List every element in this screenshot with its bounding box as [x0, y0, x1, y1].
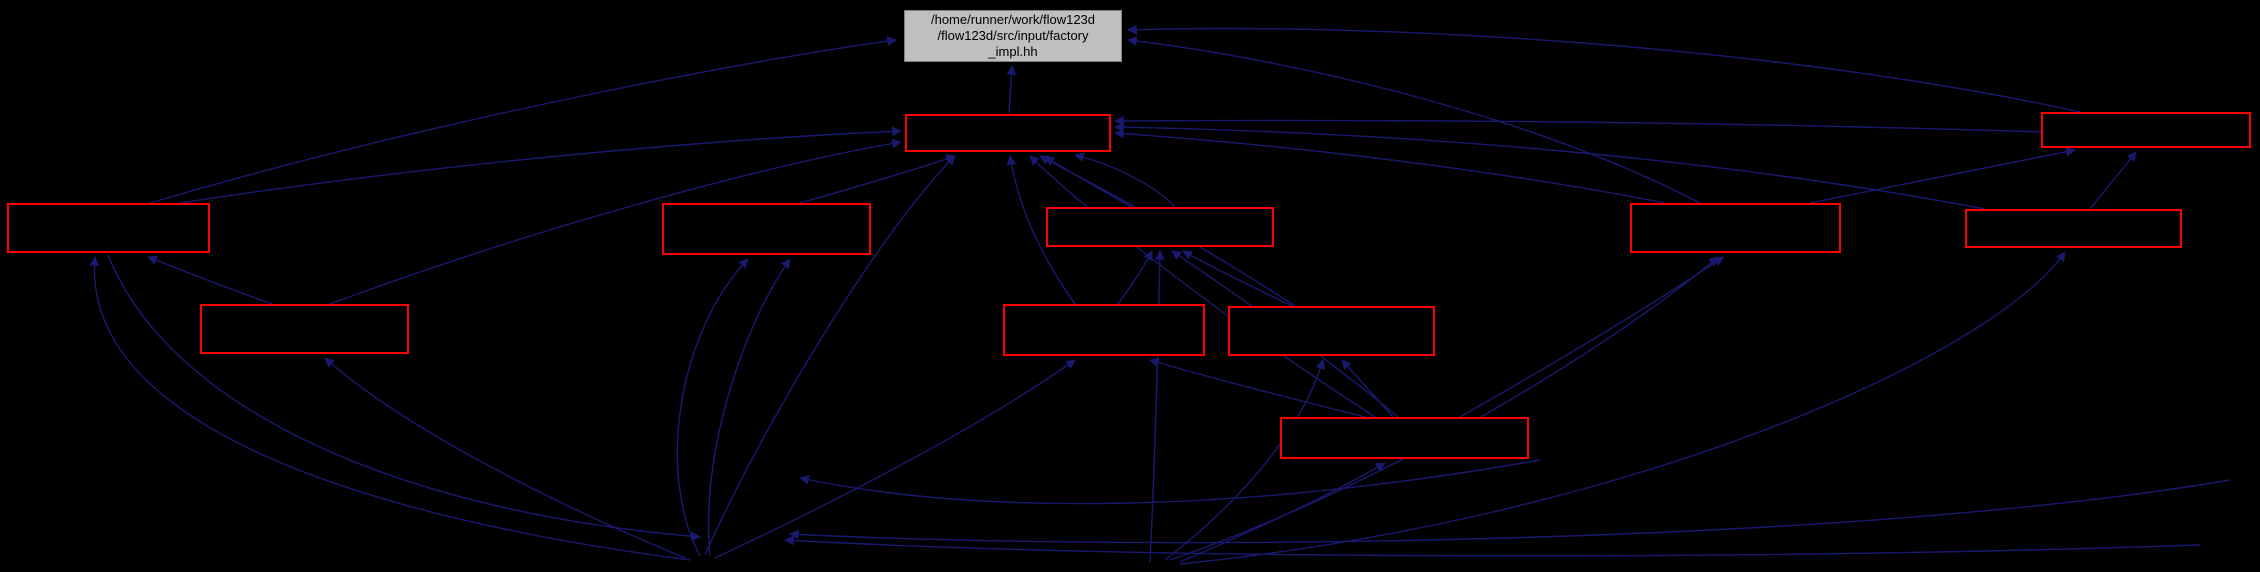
graph-edge-bottom-mid-to-right-mid	[1459, 256, 1724, 418]
graph-edges	[89, 24, 2231, 565]
graph-edge-right-mid-to-hub	[1114, 128, 1666, 204]
graph-edge-center-low-2-to-center	[1182, 250, 1293, 307]
graph-edge-right-mid-to-far-right-top	[1809, 146, 2076, 204]
graph-edge-far-left-to-hidden-bottom-1	[107, 254, 701, 542]
graph-edge-bottom-mid-to-center-low-2	[1341, 359, 1394, 418]
graph-node-center[interactable]	[1046, 207, 1274, 247]
graph-node-center-low-1[interactable]	[1003, 304, 1205, 356]
graph-edge-left-lower-to-far-left	[147, 255, 273, 305]
title-node-line: _impl.hh	[988, 44, 1038, 59]
graph-edge-hidden-bottom-2-to-far-right	[1179, 251, 2066, 565]
graph-node-factory-impl-hh[interactable]: /home/runner/work/flow123d /flow123d/src…	[904, 10, 1122, 62]
graph-node-right-mid[interactable]	[1630, 203, 1841, 253]
graph-edge-left-lower-to-hub	[329, 138, 902, 305]
graph-node-left-lower[interactable]	[200, 304, 409, 354]
graph-edge-hidden-right-2-to-hidden-bottom-1	[784, 535, 2201, 557]
graph-node-far-right-top[interactable]	[2041, 112, 2251, 148]
graph-edge-hidden-bottom-1-to-mid-left	[676, 258, 749, 557]
graph-edge-hidden-bottom-2-to-center-low-2	[1164, 359, 1326, 561]
graph-edge-hidden-right-3-to-hidden-bottom-1	[799, 459, 1541, 505]
title-node-line: /flow123d/src/input/factory	[937, 28, 1089, 43]
graph-node-bottom-mid[interactable]	[1280, 417, 1529, 459]
graph-edge-center-low-1-to-hub	[1006, 155, 1076, 305]
graph-edge-far-left-to-title	[149, 36, 897, 204]
graph-edge-bottom-mid-to-center-low-1	[1149, 357, 1366, 418]
graph-edge-hidden-bottom-1-to-center-low-1	[714, 359, 1076, 559]
graph-edge-far-right-to-hub	[1114, 122, 1986, 210]
graph-node-mid-left[interactable]	[662, 203, 871, 255]
graph-edge-hidden-bottom-2-to-center	[1149, 250, 1165, 563]
graph-edge-hidden-bottom-2-to-bottom-mid	[1179, 462, 1386, 563]
graph-edge-hidden-bottom-1-to-far-left	[89, 256, 691, 561]
graph-edge-far-right-to-far-right-top	[2089, 151, 2137, 210]
graph-edge-mid-left-to-hub	[799, 154, 956, 204]
graph-edge-hidden-bottom-2-to-right-mid	[1169, 256, 1719, 561]
graph-edge-bottom-mid-to-hub	[1029, 155, 1376, 418]
graph-edge-far-left-to-hub	[179, 126, 902, 204]
graph-node-center-low-2[interactable]	[1228, 306, 1435, 356]
graph-edge-hidden-bottom-1-to-left-lower	[324, 357, 686, 559]
graph-edge-center-to-hub	[1074, 152, 1176, 208]
graph-edge-hidden-bottom-1-to-mid-left	[707, 258, 791, 557]
graph-edge-hub-to-title	[1006, 65, 1017, 114]
graph-node-hub[interactable]	[905, 114, 1111, 152]
graph-edge-right-mid-to-title	[1127, 36, 1701, 204]
graph-edge-far-right-top-to-title	[1127, 24, 2081, 113]
graph-edge-center-low-1-to-center	[1117, 250, 1153, 305]
graph-node-far-right[interactable]	[1965, 209, 2182, 248]
graph-edge-hidden-right-1-to-hidden-bottom-1	[789, 479, 2231, 544]
graph-node-far-left[interactable]	[7, 203, 210, 253]
graph-edge-hidden-bottom-1-to-hub	[704, 155, 956, 556]
title-node-line: /home/runner/work/flow123d	[930, 12, 1096, 27]
graph-edge-far-right-top-to-hub	[1114, 116, 2042, 133]
